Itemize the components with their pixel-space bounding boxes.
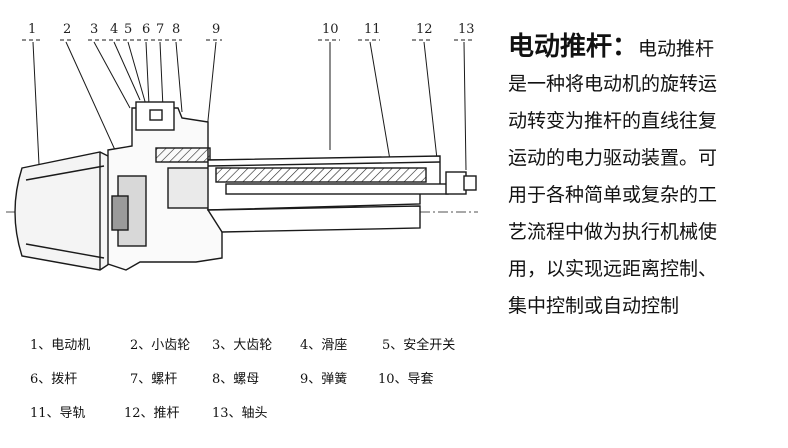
callout-6: 6	[142, 22, 151, 37]
description-line-2: 动转变为推杆的直线往复	[508, 110, 718, 132]
legend-item-2: 2、小齿轮	[130, 338, 191, 353]
callout-5: 5	[124, 22, 133, 37]
legend-item-11: 11、导轨	[30, 406, 86, 421]
legend-item-1: 1、电动机	[30, 338, 91, 353]
callout-10: 10	[322, 22, 339, 37]
callout-13: 13	[458, 22, 475, 37]
callout-11: 11	[364, 22, 381, 37]
callout-3: 3	[90, 22, 99, 37]
description-line-4: 用于各种简单或复杂的工	[508, 184, 718, 206]
legend-item-9: 9、弹簧	[300, 372, 348, 387]
description-title-line: 电动推杆：电动推杆	[508, 30, 784, 66]
legend-item-5: 5、安全开关	[382, 338, 456, 353]
push-rod-diagram	[6, 39, 478, 271]
legend-item-13: 13、轴头	[212, 406, 268, 421]
description-line-6: 用，以实现远距离控制、	[508, 258, 718, 280]
callout-7: 7	[156, 22, 165, 37]
guide-rail	[206, 205, 421, 233]
callout-9: 9	[212, 22, 221, 37]
legend-item-12: 12、推杆	[124, 406, 180, 421]
description-title: 电动推杆	[508, 32, 613, 62]
description-line-7: 集中控制或自动控制	[508, 295, 680, 317]
leader-lines	[32, 41, 467, 186]
title-colon: ：	[612, 32, 639, 62]
shaft-head	[445, 171, 467, 195]
callout-12: 12	[416, 22, 433, 37]
legend-item-3: 3、大齿轮	[212, 338, 273, 353]
legend-item-10: 10、导套	[378, 372, 434, 387]
legend-item-7: 7、螺杆	[130, 372, 178, 387]
small-gear	[111, 195, 129, 231]
motor-housing	[14, 151, 113, 271]
description-line-3: 运动的电力驱动装置。可	[508, 147, 718, 169]
callout-1: 1	[28, 22, 37, 37]
description-line-1: 是一种将电动机的旋转运	[508, 73, 718, 95]
callout-2: 2	[63, 22, 72, 37]
description-line-5: 艺流程中做为执行机械使	[508, 221, 718, 243]
description-block: 电动推杆：电动推杆 是一种将电动机的旋转运 动转变为推杆的直线往复 运动的电力驱…	[508, 30, 784, 325]
callout-4: 4	[110, 22, 119, 37]
legend-item-6: 6、拨杆	[30, 372, 78, 387]
description-lead: 电动推杆	[638, 38, 715, 60]
legend-item-4: 4、滑座	[300, 338, 348, 353]
callout-8: 8	[172, 22, 181, 37]
legend-item-8: 8、螺母	[212, 372, 260, 387]
screw-rod	[215, 167, 427, 183]
safety-switch-box	[135, 101, 175, 131]
push-rod	[225, 183, 449, 195]
